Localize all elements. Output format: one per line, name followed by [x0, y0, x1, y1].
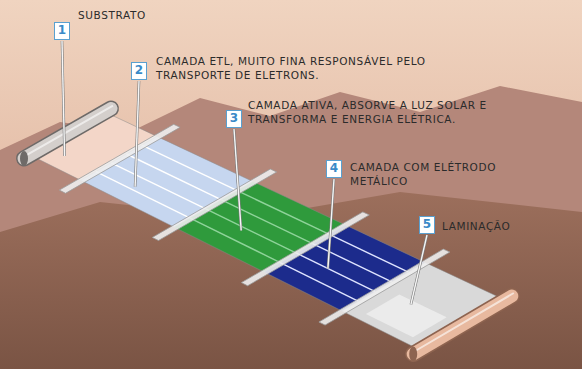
leader-line — [62, 41, 65, 156]
take-up-roller — [409, 347, 417, 362]
deposition-plate — [319, 249, 450, 325]
far-mountains — [0, 86, 582, 369]
callout-number: 4 — [326, 160, 342, 178]
callout-label: LAMINAÇÃO — [442, 219, 562, 233]
deposition-plate — [241, 212, 369, 286]
cell-stripe — [206, 209, 297, 253]
callout-number: 3 — [226, 110, 242, 128]
leader-line — [62, 41, 65, 156]
callout-number: 1 — [54, 22, 70, 40]
cell-stripe — [237, 191, 329, 235]
cell-stripe — [280, 263, 358, 302]
cell-stripe — [329, 234, 409, 272]
leader-line — [135, 81, 139, 187]
leader-line — [328, 179, 334, 268]
take-up-roller — [413, 296, 512, 354]
take-up-roller — [413, 296, 512, 354]
feed-roller — [26, 106, 113, 156]
cell-stripe — [296, 253, 375, 291]
feed-roller — [20, 151, 28, 166]
cell-stripe — [142, 145, 238, 190]
deposition-plate — [152, 169, 276, 241]
leader-line — [328, 179, 334, 268]
callout-label: CAMADA ETL, MUITO FINA RESPONSÁVEL PELO … — [156, 54, 456, 82]
callout-label: CAMADA COM ELÉTRODO METÁLICO — [350, 160, 550, 188]
take-up-roller — [415, 293, 514, 351]
leader-line — [135, 81, 139, 187]
leader-line — [234, 129, 241, 230]
cell-stripe — [313, 244, 392, 282]
leader-line — [234, 129, 241, 230]
leader-line — [411, 235, 427, 304]
leader-line — [411, 235, 427, 304]
feed-roller — [24, 109, 111, 159]
lamination-sheen — [366, 294, 447, 337]
callout-label: SUBSTRATO — [78, 8, 278, 22]
callout-label: CAMADA ATIVA, ABSORVE A LUZ SOLAR E TRAN… — [248, 98, 488, 126]
cell-stripe — [190, 218, 280, 263]
callout-number: 2 — [131, 62, 147, 80]
feed-roller — [24, 109, 111, 159]
cell-stripe — [222, 200, 313, 244]
callout-number: 5 — [419, 216, 435, 234]
